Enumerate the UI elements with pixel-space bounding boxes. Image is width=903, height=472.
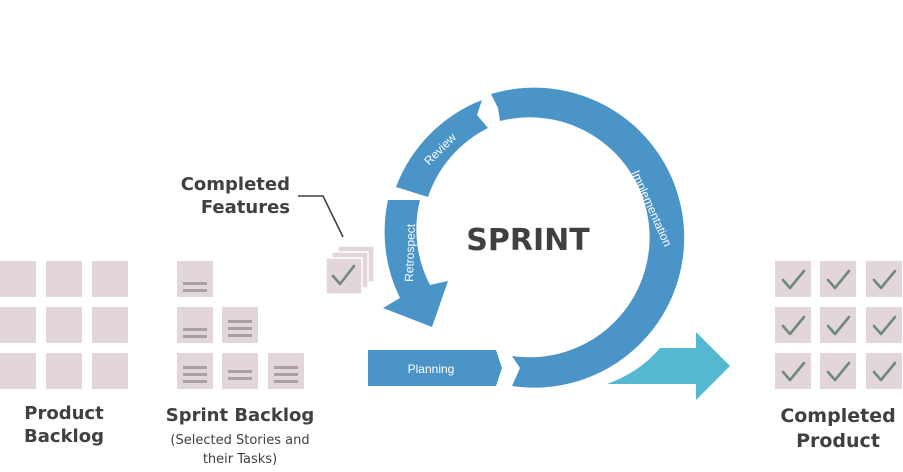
check-icon <box>781 315 806 336</box>
check-icon <box>781 269 806 290</box>
completed-item <box>820 261 856 297</box>
task-item <box>177 261 213 297</box>
backlog-item <box>92 307 128 343</box>
task-item <box>177 353 213 389</box>
sprint-title: SPRINT <box>466 223 590 258</box>
backlog-item <box>92 353 128 389</box>
implementation-arc <box>491 87 685 388</box>
completed-item <box>866 307 902 343</box>
completed-item <box>820 353 856 389</box>
check-icon <box>826 315 851 336</box>
task-item <box>177 307 213 343</box>
completed-features-stack <box>325 245 375 295</box>
callout-line <box>298 195 344 238</box>
product-backlog-label: Product Backlog <box>24 403 104 447</box>
backlog-item <box>92 261 128 297</box>
planning-label: Planning <box>408 362 455 376</box>
backlog-item <box>0 307 36 343</box>
retrospect-arrow <box>383 200 448 327</box>
completed-features-label: Completed Features <box>180 174 290 218</box>
review-arc <box>396 100 488 197</box>
completed-product-label: Completed Product <box>780 405 896 452</box>
check-icon <box>826 269 851 290</box>
completed-item <box>866 353 902 389</box>
check-icon <box>826 361 851 382</box>
backlog-item <box>0 353 36 389</box>
check-icon <box>872 361 897 382</box>
output-arrow <box>607 332 730 400</box>
completed-item <box>775 353 811 389</box>
backlog-item <box>46 261 82 297</box>
sprint-backlog-label: Sprint Backlog <box>165 405 315 426</box>
retrospect-label: Retrospect <box>402 223 418 282</box>
task-item <box>268 353 304 389</box>
check-icon <box>872 315 897 336</box>
sprint-backlog-sublabel: (Selected Stories and their Tasks) <box>170 433 310 467</box>
check-icon <box>331 264 356 286</box>
completed-item <box>866 261 902 297</box>
check-icon <box>872 269 897 290</box>
task-item <box>222 307 258 343</box>
check-icon <box>781 361 806 382</box>
completed-item <box>775 307 811 343</box>
backlog-item <box>46 307 82 343</box>
planning-bar <box>368 350 502 386</box>
task-item <box>222 353 258 389</box>
completed-item <box>820 307 856 343</box>
backlog-item <box>46 353 82 389</box>
backlog-item <box>0 261 36 297</box>
completed-item <box>775 261 811 297</box>
